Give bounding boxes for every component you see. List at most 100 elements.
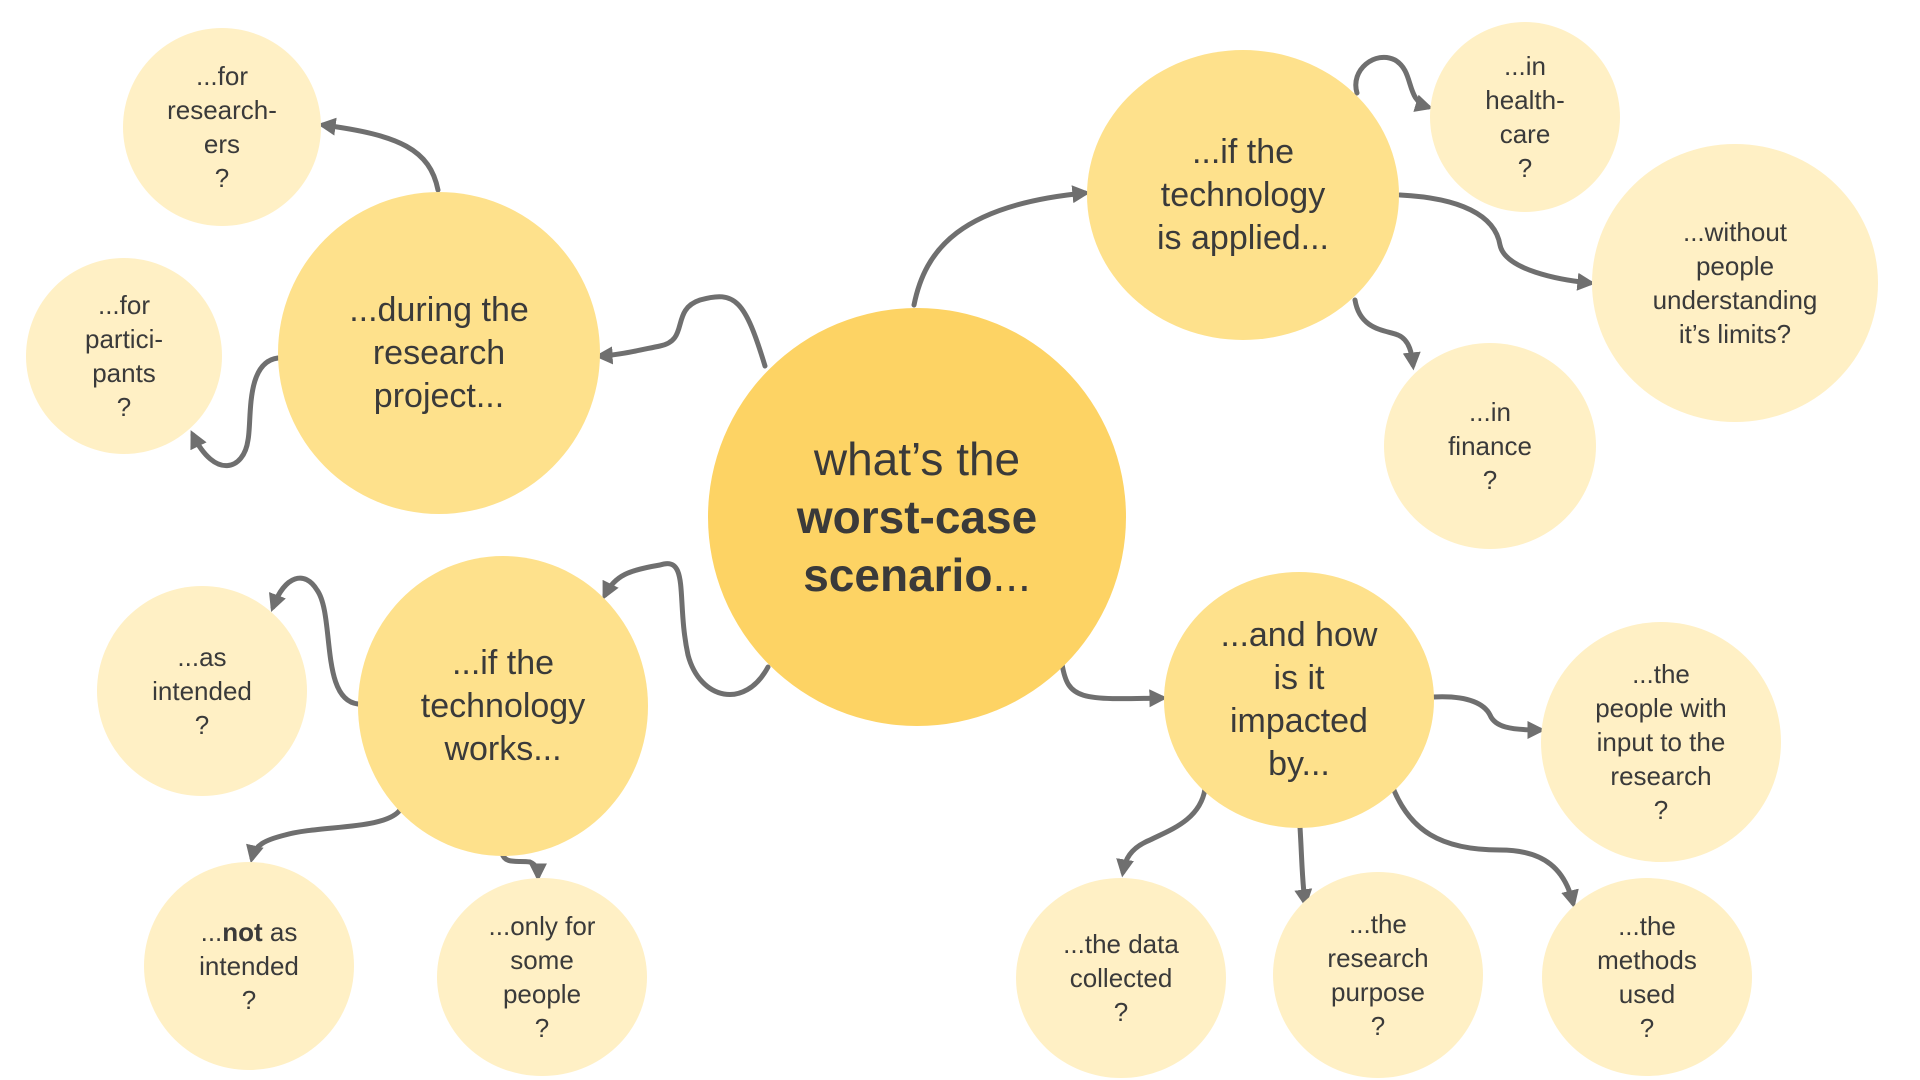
people-input-line-1: ...the: [1632, 659, 1690, 689]
as-intended-line-1: ...as: [177, 642, 227, 672]
not-intended-line-2: intended: [199, 951, 299, 981]
impacted-label-2: is it: [1273, 659, 1325, 697]
works-label-2: technology: [420, 686, 586, 725]
arrow-impacted-to-data-collected: [1116, 786, 1208, 878]
node-in-finance: ...in finance ?: [1384, 343, 1596, 549]
participants-line-4: ?: [116, 392, 132, 422]
impacted-label-3: impacted: [1230, 702, 1368, 740]
not-intended-line-1-wrap: ...not as: [199, 915, 299, 949]
methods-line-2: methods: [1597, 945, 1697, 975]
purpose-line-2: research: [1327, 943, 1429, 973]
participants-line-3: pants: [92, 358, 156, 388]
node-as-intended: ...as intended ?: [97, 586, 307, 796]
applied-label-1: ...if the: [1191, 132, 1295, 171]
node-in-healthcare: ...in health- care ?: [1430, 22, 1620, 212]
purpose-line-1: ...the: [1349, 909, 1407, 939]
arrow-applied-to-healthcare: [1353, 54, 1434, 112]
purpose-line-3: purpose: [1331, 977, 1425, 1007]
researchers-line-3: ers: [203, 129, 241, 159]
methods-line-3: used: [1618, 979, 1676, 1009]
impacted-label-1: ...and how: [1220, 616, 1378, 654]
arrow-impacted-to-people-input: [1430, 694, 1546, 739]
participants-line-1: ...for: [97, 290, 150, 320]
not-intended-prefix: ...: [200, 917, 223, 947]
node-research-purpose: ...the research purpose ?: [1273, 872, 1483, 1078]
center-line-3-wrap: scenario...: [797, 546, 1037, 604]
arrow-works-to-some-people: [499, 850, 547, 882]
arrow-center-to-impacted: [1059, 661, 1168, 708]
arrow-center-to-applied: [911, 185, 1091, 308]
some-people-line-1: ...only for: [488, 911, 596, 941]
center-node-worst-case: what’s the worst-case scenario...: [708, 308, 1126, 726]
node-technology-works: ...if the technology works...: [358, 556, 648, 856]
applied-label-2: technology: [1160, 175, 1326, 214]
arrow-works-to-not-intended: [246, 807, 403, 864]
center-line-3-suffix: ...: [992, 549, 1031, 601]
arrow-works-to-as-intended: [269, 575, 361, 707]
some-people-line-4: ?: [534, 1013, 550, 1043]
arrow-impacted-to-methods: [1390, 785, 1579, 909]
researchers-line-2: research-: [167, 95, 277, 125]
node-people-with-input: ...the people with input to the research…: [1541, 622, 1781, 862]
arrow-center-to-research: [594, 294, 768, 369]
node-how-impacted-by: ...and how is it impacted by...: [1164, 572, 1434, 828]
applied-label-3: is applied...: [1157, 218, 1329, 257]
not-intended-line-3: ?: [241, 985, 257, 1015]
node-for-researchers: ...for research- ers ?: [123, 28, 321, 226]
people-input-line-2: people with: [1595, 693, 1727, 723]
data-collected-line-2: collected: [1069, 963, 1173, 993]
arrow-applied-to-understanding: [1397, 192, 1596, 291]
healthcare-line-4: ?: [1517, 153, 1533, 183]
works-label-3: works...: [444, 729, 562, 768]
as-intended-line-3: ?: [194, 710, 210, 740]
arrow-research-to-researchers: [317, 117, 441, 193]
as-intended-line-2: intended: [152, 676, 252, 706]
participants-line-2: partici-: [84, 324, 163, 354]
healthcare-line-2: health-: [1485, 85, 1565, 115]
some-people-line-3: people: [502, 979, 582, 1009]
research-label-1: ...during the: [349, 290, 529, 329]
center-line-2: worst-case: [796, 491, 1038, 543]
people-input-line-4: research: [1610, 761, 1712, 791]
center-line-1: what’s the: [813, 433, 1021, 485]
data-collected-line-1: ...the data: [1063, 929, 1179, 959]
finance-line-3: ?: [1482, 465, 1498, 495]
works-label-1: ...if the: [451, 643, 555, 682]
purpose-line-4: ?: [1370, 1011, 1386, 1041]
node-without-understanding: ...without people understanding it’s lim…: [1592, 144, 1878, 422]
node-technology-applied: ...if the technology is applied...: [1087, 50, 1399, 340]
node-data-collected: ...the data collected ?: [1016, 878, 1226, 1078]
node-methods-used: ...the methods used ?: [1542, 878, 1752, 1076]
understanding-line-4: it’s limits?: [1678, 319, 1792, 349]
methods-line-4: ?: [1639, 1013, 1655, 1043]
some-people-line-2: some: [510, 945, 574, 975]
arrow-research-to-participants: [190, 355, 281, 469]
node-only-for-some-people: ...only for some people ?: [437, 878, 647, 1076]
node-for-participants: ...for partici- pants ?: [26, 258, 222, 454]
node-during-research-project: ...during the research project...: [278, 192, 600, 514]
center-line-3: scenario: [803, 549, 993, 601]
impacted-label-4: by...: [1268, 745, 1330, 783]
people-input-line-3: input to the: [1596, 727, 1726, 757]
center-line-2-wrap: worst-case: [797, 488, 1037, 546]
not-intended-suffix: as: [262, 917, 298, 947]
understanding-line-3: understanding: [1652, 285, 1818, 315]
finance-line-2: finance: [1448, 431, 1532, 461]
not-intended-bold: not: [222, 917, 263, 947]
people-input-line-5: ?: [1653, 795, 1669, 825]
arrow-impacted-to-purpose: [1294, 824, 1313, 908]
finance-line-1: ...in: [1469, 397, 1511, 427]
healthcare-line-1: ...in: [1504, 51, 1546, 81]
arrow-applied-to-finance: [1352, 297, 1421, 371]
understanding-line-2: people: [1695, 251, 1775, 281]
researchers-line-1: ...for: [195, 61, 248, 91]
researchers-line-4: ?: [214, 163, 230, 193]
healthcare-line-3: care: [1499, 119, 1551, 149]
methods-line-1: ...the: [1618, 911, 1676, 941]
research-label-3: project...: [373, 376, 505, 415]
research-label-2: research: [372, 333, 506, 372]
understanding-line-1: ...without: [1682, 217, 1788, 247]
data-collected-line-3: ?: [1113, 997, 1129, 1027]
